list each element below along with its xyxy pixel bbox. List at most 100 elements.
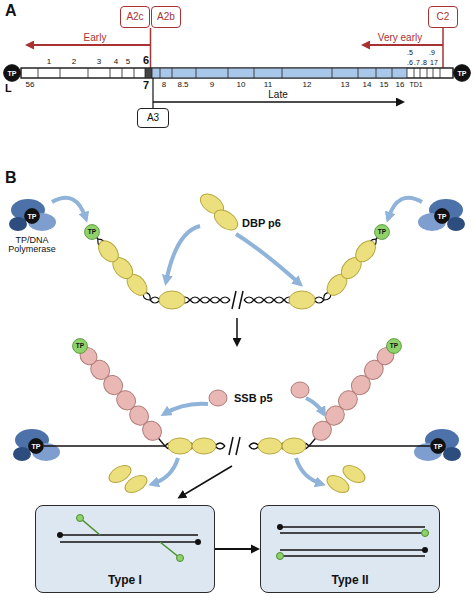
dbp-protein (168, 438, 192, 454)
type-one-molecule (77, 515, 84, 522)
terminal-protein: TP (374, 224, 390, 240)
map-label: 3 (97, 58, 101, 66)
circle-outline (85, 225, 100, 240)
type-one-molecule (80, 518, 100, 535)
binding-arrow (164, 404, 208, 414)
promoter-box: C2 (428, 6, 458, 28)
replication-scheme (9, 190, 465, 497)
dna-fork (91, 231, 153, 302)
polymerase-blob (13, 429, 461, 461)
map-label: 4 (114, 58, 118, 66)
map-label: .5 (407, 49, 413, 56)
map-label: DBP p6 (242, 218, 281, 230)
map-label: .7 (414, 59, 420, 66)
map-label: 8.5 (177, 81, 188, 89)
circle-outline (454, 65, 471, 82)
map-label: L (5, 83, 12, 95)
late-arrow (153, 101, 402, 103)
node-text: TP (8, 70, 17, 77)
type-one-molecule (195, 539, 201, 545)
map-label: 9 (210, 81, 214, 89)
node-text: TP (438, 213, 447, 220)
node-text: TP (378, 229, 386, 236)
leader-line (152, 78, 153, 108)
early-arrow (28, 44, 151, 46)
dna-fork (87, 228, 156, 305)
node-text: TP (32, 443, 41, 450)
circle-outline (431, 439, 446, 454)
ssb-protein (291, 382, 309, 398)
binding-arrow (52, 198, 422, 284)
dbp-protein (159, 190, 315, 309)
node-text: TP (76, 343, 84, 350)
circle-outline (387, 339, 402, 354)
node-text: TP (88, 229, 96, 236)
dbp-protein (159, 291, 185, 309)
dna-fork (91, 231, 153, 302)
map-label: 56 (26, 81, 35, 89)
ssb-protein (209, 382, 309, 406)
terminal-protein: TP (386, 338, 402, 354)
step-arrow (236, 318, 238, 344)
type-two-molecule (277, 524, 429, 560)
terminal-protein: TP (430, 438, 446, 454)
map-label: 8 (162, 81, 166, 89)
circle-outline (73, 339, 88, 354)
map-label: 1 (47, 58, 51, 66)
node-text: A2b (157, 12, 175, 22)
terminal-protein: TP (72, 338, 88, 354)
polymerase-blob (443, 447, 461, 461)
circle-outline (435, 209, 450, 224)
dbp-protein (258, 438, 282, 454)
map-label: 11 (264, 81, 272, 89)
terminal-protein: TP (28, 438, 44, 454)
node-text: TP (434, 443, 443, 450)
dna-fork (322, 231, 384, 302)
type-one-molecule (57, 515, 201, 562)
circle-outline (4, 65, 21, 82)
map-label: 16 (396, 81, 405, 89)
dna-strand (309, 445, 430, 446)
promoter-line (150, 28, 152, 68)
dna-strand (229, 437, 240, 455)
dbp-protein (106, 438, 368, 496)
dna-strand (86, 353, 165, 446)
dbp-protein (324, 472, 352, 496)
map-label: 10 (237, 81, 246, 89)
map-label: 15 (380, 81, 389, 89)
node-text: TP (390, 343, 398, 350)
map-label: 7 (143, 80, 149, 92)
node-text: TP (458, 70, 467, 77)
dna-strand (309, 353, 388, 446)
binding-arrow (52, 198, 86, 219)
genome-outline (21, 68, 453, 78)
dbp-protein (192, 438, 216, 454)
map-label: 5 (126, 58, 130, 66)
ssb-protein (209, 390, 227, 406)
product-box: Type II (260, 505, 440, 593)
dna-helix (232, 291, 243, 309)
terminal-protein: TP (24, 208, 40, 224)
map-label: 14 (363, 81, 372, 89)
flow-arrow (215, 545, 260, 554)
node-text: Type II (331, 574, 368, 586)
gene-six-block (145, 68, 152, 78)
promoter-box: A3 (137, 108, 169, 128)
circle-outline (25, 209, 40, 224)
dna-fork (322, 231, 384, 302)
map-label: .9 (429, 49, 435, 56)
arrow-head (251, 545, 260, 554)
promoter-box: A2b (151, 6, 181, 28)
type-one-molecule (177, 555, 184, 562)
phase-label: Very early (378, 33, 422, 44)
map-label: 13 (341, 81, 350, 89)
binding-arrow (296, 458, 322, 484)
binding-arrow (152, 458, 178, 484)
panel-letter: A (5, 3, 17, 20)
type-two-molecule (277, 553, 284, 560)
polymerase-blob (9, 217, 27, 231)
type-one-molecule (160, 542, 180, 558)
arrow-shaft (215, 548, 253, 550)
